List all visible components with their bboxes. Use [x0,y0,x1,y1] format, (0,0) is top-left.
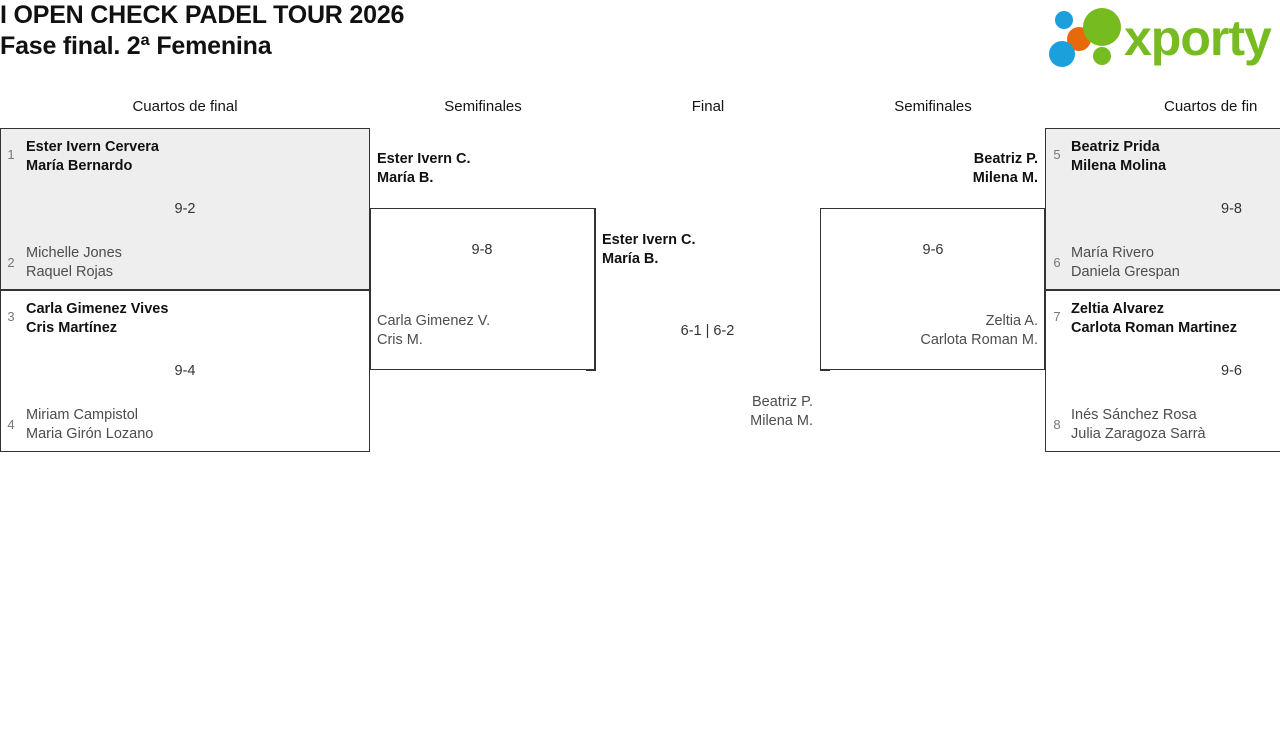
score-sf-left: 9-8 [471,242,493,258]
match-box-sf-right[interactable] [820,208,1045,370]
team-qf1-top-player2: María Bernardo [26,158,133,174]
tournament-name: I OPEN CHECK PADEL TOUR 2026 [0,1,405,29]
round-header-semifinals-left: Semifinales [444,98,522,115]
team-final-runnerup-player1: Beatriz P. [752,394,813,410]
logo-wordmark: xporty [1124,10,1272,66]
team-sf-right-top-player2: Milena M. [972,170,1038,186]
match-box-sf-left[interactable] [370,208,595,370]
seed-number-8: 8 [1053,417,1061,432]
team-qf1-top-player1: Ester Ivern Cervera [26,139,159,155]
team-qf2-bottom-player2: Maria Girón Lozano [26,426,154,442]
team-qf3-bottom-player2: Daniela Grespan [1071,264,1180,280]
team-final-runnerup-player2: Milena M. [750,413,813,429]
team-qf3-bottom-player1: María Rivero [1071,245,1154,261]
team-final-runnerup[interactable]: Beatriz P. Milena M. [602,393,813,431]
team-qf4-top-player1: Zeltia Alvarez [1071,301,1164,317]
team-sf-left-top-player1: Ester Ivern C. [377,151,471,167]
score-qf2: 9-4 [174,363,196,379]
logo-dot-green-small [1093,47,1111,65]
logo-dot-green-large [1083,8,1121,46]
team-sf-right-bottom-player2: Carlota Roman M. [920,332,1038,348]
final-cap-right [820,370,830,371]
team-qf1-bottom-player1: Michelle Jones [26,245,122,261]
team-qf1-top[interactable]: Ester Ivern Cervera María Bernardo [26,138,159,176]
team-sf-left-bottom[interactable]: Carla Gimenez V. Cris M. [377,312,490,350]
match-box-qf3[interactable] [1045,128,1280,290]
round-header-semifinals-right: Semifinales [894,98,972,115]
score-final: 6-1 | 6-2 [680,323,735,339]
team-qf2-top-player1: Carla Gimenez Vives [26,301,169,317]
xporty-logo: xporty [1048,4,1278,70]
team-final-champion-player2: María B. [602,251,659,267]
team-qf4-top[interactable]: Zeltia Alvarez Carlota Roman Martinez [1071,300,1237,338]
team-qf3-top-player1: Beatriz Prida [1071,139,1160,155]
match-box-qf1[interactable] [0,128,370,290]
team-qf4-bottom-player2: Julia Zaragoza Sarrà [1071,426,1206,442]
seed-number-7: 7 [1053,309,1061,324]
seed-number-5: 5 [1053,147,1061,162]
team-sf-right-top[interactable]: Beatriz P. Milena M. [828,150,1038,188]
team-sf-left-bottom-player2: Cris M. [377,332,423,348]
round-header-quarterfinals-left: Cuartos de final [132,98,238,115]
score-qf1: 9-2 [174,201,196,217]
score-sf-right: 9-6 [922,242,944,258]
team-qf3-top-player2: Milena Molina [1071,158,1167,174]
team-qf3-bottom[interactable]: María Rivero Daniela Grespan [1071,244,1180,282]
score-qf3: 9-8 [1221,201,1242,217]
seed-number-3: 3 [7,309,15,324]
team-qf2-top[interactable]: Carla Gimenez Vives Cris Martínez [26,300,168,338]
team-qf2-bottom[interactable]: Miriam Campistol Maria Girón Lozano [26,406,153,444]
team-sf-left-bottom-player1: Carla Gimenez V. [377,313,491,329]
match-box-qf4[interactable] [1045,290,1280,452]
team-sf-right-bottom[interactable]: Zeltia A. Carlota Roman M. [828,312,1038,350]
team-sf-right-bottom-player1: Zeltia A. [985,313,1038,329]
team-qf4-top-player2: Carlota Roman Martinez [1071,320,1237,336]
team-qf4-bottom-player1: Inés Sánchez Rosa [1071,407,1197,423]
team-qf1-bottom-player2: Raquel Rojas [26,264,114,280]
team-sf-right-top-player1: Beatriz P. [973,151,1038,167]
match-box-qf2[interactable] [0,290,370,452]
final-rail-left [595,208,596,371]
round-header-quarterfinals-right: Cuartos de fin [1164,98,1258,115]
round-header-final: Final [691,98,725,115]
logo-dot-blue-large [1049,41,1075,67]
score-qf4: 9-6 [1221,363,1242,379]
team-qf3-top[interactable]: Beatriz Prida Milena Molina [1071,138,1166,176]
page-title: I OPEN CHECK PADEL TOUR 2026 Fase final.… [0,0,900,62]
seed-number-4: 4 [7,417,15,432]
seed-number-2: 2 [7,255,15,270]
team-final-champion-player1: Ester Ivern C. [602,232,696,248]
team-final-champion[interactable]: Ester Ivern C. María B. [602,231,696,269]
tournament-phase: Fase final. 2ª Femenina [0,32,272,60]
final-cap-left [586,370,596,371]
team-qf1-bottom[interactable]: Michelle Jones Raquel Rojas [26,244,122,282]
team-sf-left-top-player2: María B. [377,170,434,186]
team-qf4-bottom[interactable]: Inés Sánchez Rosa Julia Zaragoza Sarrà [1071,406,1206,444]
logo-dot-blue-small [1055,11,1073,29]
team-qf2-top-player2: Cris Martínez [26,320,118,336]
team-sf-left-top[interactable]: Ester Ivern C. María B. [377,150,471,188]
team-qf2-bottom-player1: Miriam Campistol [26,407,138,423]
seed-number-6: 6 [1053,255,1061,270]
seed-number-1: 1 [7,147,15,162]
